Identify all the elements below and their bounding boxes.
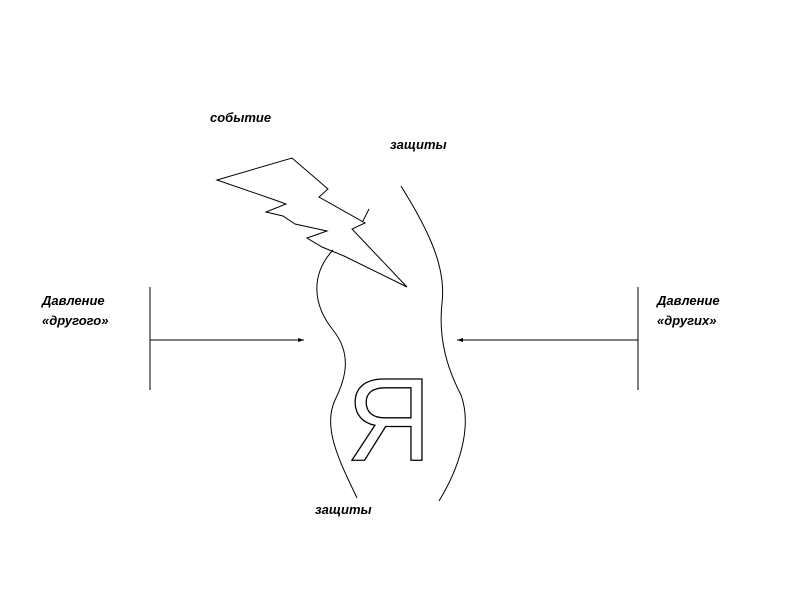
pressure-other-label-line1: Давление [41, 293, 105, 308]
right-defense-boundary [400, 185, 466, 502]
self-letter: Я [346, 354, 431, 486]
left-defense-boundary [316, 249, 358, 499]
pressure-others-label-line2: «других» [657, 313, 716, 328]
event-label: событие [210, 110, 271, 125]
boundary-stub [362, 208, 370, 222]
lightning-bolt-shape [215, 157, 408, 288]
defenses-top-label: защиты [390, 137, 447, 152]
pressure-others-label-line1: Давление [656, 293, 720, 308]
pressure-other-label-line2: «другого» [42, 313, 108, 328]
defenses-bottom-label: защиты [315, 502, 372, 517]
